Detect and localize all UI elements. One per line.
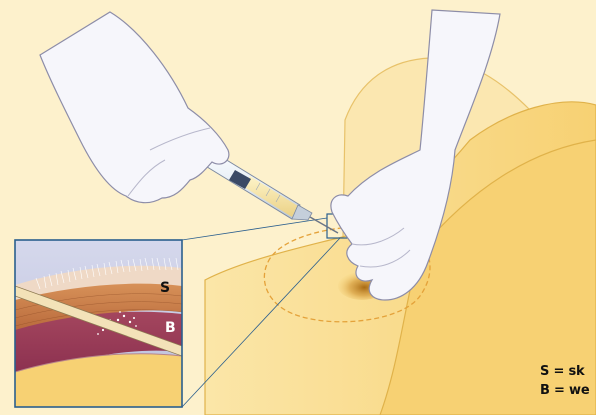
- left-gloved-hand: [40, 12, 229, 203]
- layer-b-label: B: [165, 320, 176, 336]
- legend-b: B = we: [540, 383, 589, 398]
- legend-s: S = sk: [540, 364, 585, 379]
- zoom-line-top: [182, 218, 327, 240]
- magnified-skin-cross-section: S B: [15, 240, 182, 407]
- syringe-fluid: [244, 176, 298, 217]
- layer-s-label: S: [160, 280, 170, 296]
